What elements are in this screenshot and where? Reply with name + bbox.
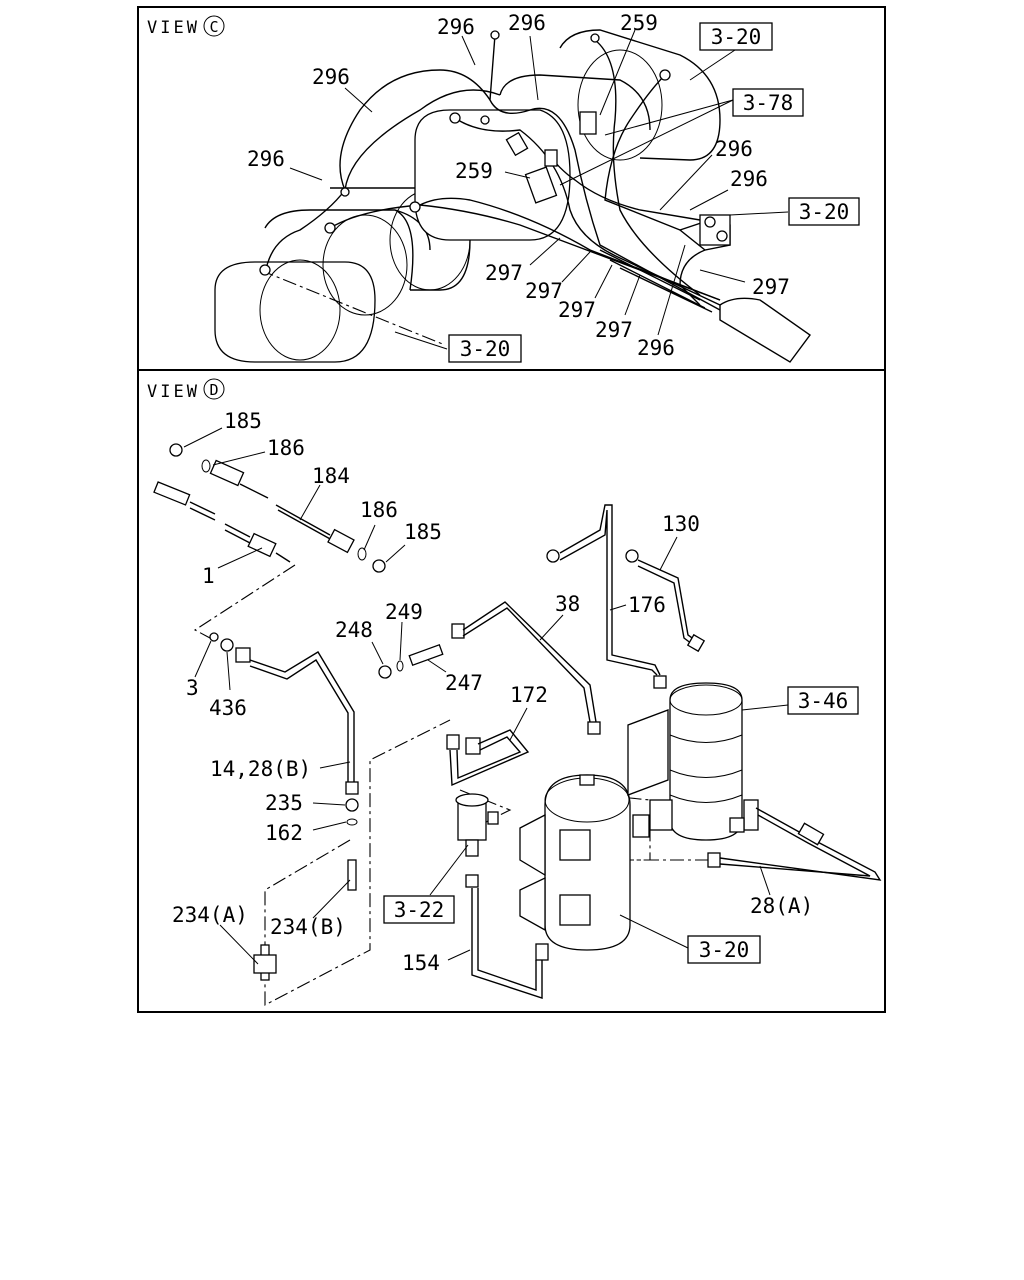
callout-296: 296 xyxy=(247,147,285,171)
callout-235: 235 xyxy=(265,791,303,815)
svg-text:3-20: 3-20 xyxy=(699,938,750,962)
view-c-title: VIEW xyxy=(147,18,200,38)
svg-text:3-20: 3-20 xyxy=(711,25,762,49)
callout-297: 297 xyxy=(485,261,523,285)
callout-28a: 28(A) xyxy=(750,894,813,918)
callout-249: 249 xyxy=(385,600,423,624)
callout-297: 297 xyxy=(525,279,563,303)
svg-text:C: C xyxy=(209,18,218,36)
ref-box-3-46: 3-46 xyxy=(787,686,859,715)
svg-text:3-20: 3-20 xyxy=(799,200,850,224)
hose-assembly xyxy=(169,443,386,573)
pipe-1 xyxy=(153,481,291,563)
view-d-title: VIEW xyxy=(147,382,200,402)
callout-296: 296 xyxy=(637,336,675,360)
callout-14-28b: 14,28(B) xyxy=(210,757,311,781)
callout-186: 186 xyxy=(360,498,398,522)
ref-box-3-20: 3-20 xyxy=(699,22,773,51)
callout-130: 130 xyxy=(662,512,700,536)
air-tank-3-20 xyxy=(519,774,650,951)
callout-259: 259 xyxy=(620,11,658,35)
ref-box-3-20: 3-20 xyxy=(687,935,761,964)
callout-1: 1 xyxy=(202,564,215,588)
callout-172: 172 xyxy=(510,683,548,707)
callout-162: 162 xyxy=(265,821,303,845)
svg-text:3-22: 3-22 xyxy=(394,898,445,922)
callouts-view-c: 296 296 296 296 259 259 296 296 297 297 … xyxy=(247,11,790,360)
pipe-176 xyxy=(546,504,667,689)
callout-185: 185 xyxy=(404,520,442,544)
tank-bottom-right xyxy=(719,297,811,363)
pipe-harness xyxy=(264,34,731,313)
view-d-frame xyxy=(137,369,886,1013)
callout-3: 3 xyxy=(186,676,199,700)
svg-text:3-46: 3-46 xyxy=(798,689,849,713)
view-c-letter-circle: C xyxy=(203,15,225,37)
pipe-154 xyxy=(465,874,549,999)
leaders-view-d xyxy=(183,427,789,965)
callout-297: 297 xyxy=(558,298,596,322)
callout-184: 184 xyxy=(312,464,350,488)
callout-259: 259 xyxy=(455,159,493,183)
callout-296: 296 xyxy=(508,11,546,35)
pipe-28a xyxy=(707,807,882,881)
callout-296: 296 xyxy=(730,167,768,191)
callout-247: 247 xyxy=(445,671,483,695)
ref-box-3-78: 3-78 xyxy=(732,88,804,117)
ref-box-3-20: 3-20 xyxy=(448,334,522,363)
callout-248: 248 xyxy=(335,618,373,642)
filter-3-22 xyxy=(455,793,499,857)
pipe-130 xyxy=(625,549,706,653)
callout-234a: 234(A) xyxy=(172,903,248,927)
callout-296: 296 xyxy=(312,65,350,89)
callout-297: 297 xyxy=(595,318,633,342)
fittings-view-c xyxy=(259,30,731,276)
callout-297: 297 xyxy=(752,275,790,299)
callout-296: 296 xyxy=(715,137,753,161)
view-d-panel: VIEW D xyxy=(137,369,886,1013)
air-tanks-upper xyxy=(414,29,721,241)
view-d-letter-circle: D xyxy=(203,378,225,400)
svg-text:3-78: 3-78 xyxy=(743,91,794,115)
callout-296: 296 xyxy=(437,15,475,39)
callouts-view-d: 185 186 184 186 185 1 3 436 248 249 247 … xyxy=(172,409,813,975)
leaders-view-c xyxy=(289,29,789,350)
view-c-panel: VIEW C xyxy=(137,6,886,371)
ref-box-3-22: 3-22 xyxy=(383,895,455,924)
pipe-14-28b xyxy=(209,632,359,981)
svg-text:3-20: 3-20 xyxy=(460,337,511,361)
pipe-38 xyxy=(451,601,601,735)
svg-text:D: D xyxy=(209,381,218,399)
callout-185: 185 xyxy=(224,409,262,433)
callout-436: 436 xyxy=(209,696,247,720)
callout-234b: 234(B) xyxy=(270,915,346,939)
callout-154: 154 xyxy=(402,951,440,975)
callout-176: 176 xyxy=(628,593,666,617)
fittings-248-247 xyxy=(378,643,444,679)
ref-box-3-20: 3-20 xyxy=(788,197,860,226)
callout-38: 38 xyxy=(555,592,580,616)
callout-186: 186 xyxy=(267,436,305,460)
pipe-172 xyxy=(446,729,530,787)
